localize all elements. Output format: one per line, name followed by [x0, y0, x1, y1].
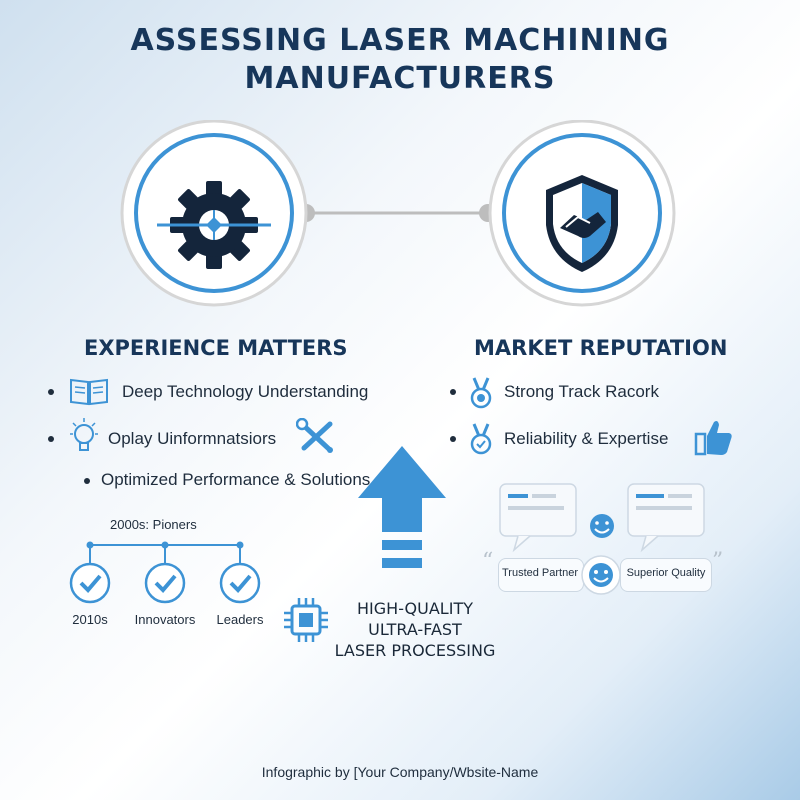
list-item-track-record: Strong Track Racork	[504, 382, 659, 401]
check-icon	[219, 562, 261, 604]
timeline-node-label: 2010s	[72, 612, 108, 627]
medal-icon	[470, 377, 492, 409]
page-title: ASSESSING LASER MACHINING MANUFACTURERS	[0, 22, 800, 98]
list-item-optimized: Optimized Performance & Solutions	[101, 470, 371, 489]
reputation-heading: MARKET REPUTATION	[474, 336, 728, 360]
timeline-top-label: 2000s: Pioners	[110, 517, 197, 532]
thumbs-up-icon	[694, 421, 732, 456]
reviews-graphic: “ ”	[482, 483, 723, 574]
bullet	[450, 389, 456, 395]
check-icon	[69, 562, 111, 604]
badge-label: Superior Quality	[626, 567, 706, 579]
badge-superior-quality	[620, 558, 712, 592]
timeline-node-label: Leaders	[216, 612, 264, 627]
lightbulb-icon	[70, 418, 98, 451]
list-item-oplay: Oplay Uinformnatsiors	[108, 429, 277, 448]
list-item-technology: Deep Technology Understanding	[122, 382, 369, 401]
timeline-graphic	[69, 541, 261, 604]
bullet	[450, 436, 456, 442]
chip-icon	[284, 598, 328, 642]
wrench-screwdriver-icon	[296, 418, 333, 453]
award-ribbon-icon	[470, 423, 492, 455]
bullet	[48, 436, 54, 442]
timeline-node-label: Innovators	[134, 612, 196, 627]
bullet	[84, 478, 90, 484]
check-icon	[144, 562, 186, 604]
shield-handshake-icon	[546, 175, 618, 272]
experience-heading: EXPERIENCE MATTERS	[84, 336, 348, 360]
arrow-up-icon	[358, 446, 446, 568]
laser-processing-text: HIGH-QUALITY ULTRA-FAST LASER PROCESSING	[330, 598, 500, 661]
laser-text-line-3: LASER PROCESSING	[334, 641, 496, 660]
badge-label: Trusted Partner	[501, 567, 578, 579]
footer-credit: Infographic by [Your Company/Wbsite-Name	[261, 764, 539, 780]
smiley-icon	[581, 555, 621, 595]
speech-bubble-right	[627, 483, 705, 553]
svg-text:“: “	[482, 549, 493, 574]
laser-text-line-1: HIGH-QUALITY	[357, 599, 473, 618]
book-icon	[70, 378, 108, 406]
gear-crosshair-icon	[157, 181, 271, 269]
title-line-1: ASSESSING LASER MACHINING	[130, 23, 670, 58]
svg-text:”: ”	[712, 549, 723, 574]
badge-trusted-partner	[498, 558, 584, 592]
title-line-2: MANUFACTURERS	[244, 61, 556, 96]
smiley-icon	[590, 514, 614, 538]
laser-text-line-2: ULTRA-FAST	[368, 620, 462, 639]
bullet	[48, 389, 54, 395]
list-item-reliability: Reliability & Expertise	[504, 429, 669, 448]
speech-bubble-left	[499, 483, 577, 553]
top-circles-graphic	[120, 120, 676, 307]
